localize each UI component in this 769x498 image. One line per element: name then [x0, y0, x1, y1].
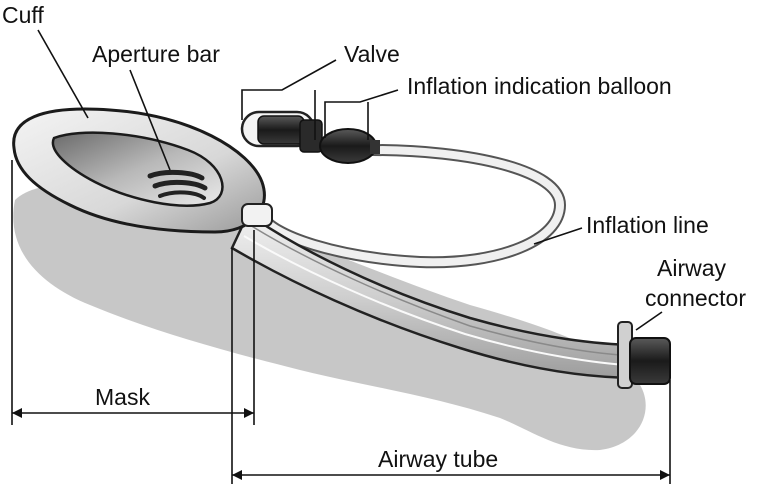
valve	[240, 110, 323, 153]
dimension-arrowheads	[12, 408, 670, 480]
mask-cuff	[12, 107, 273, 234]
label-airway-connector-line2: connector	[645, 285, 747, 311]
inflation-indication-balloon	[319, 128, 380, 164]
label-inflation-indication-balloon: Inflation indication balloon	[407, 73, 672, 99]
leader-lines	[37, 29, 663, 331]
label-mask: Mask	[95, 384, 150, 410]
label-airway-tube: Airway tube	[378, 446, 499, 472]
label-aperture-bar: Aperture bar	[92, 41, 220, 67]
device-shadow	[13, 183, 646, 451]
label-valve: Valve	[344, 41, 400, 67]
label-cuff: Cuff	[2, 2, 44, 28]
airway-connector	[617, 321, 671, 389]
label-airway-connector-line1: Airway	[657, 255, 727, 281]
dimension-lines	[11, 160, 671, 484]
label-inflation-line: Inflation line	[586, 212, 709, 238]
